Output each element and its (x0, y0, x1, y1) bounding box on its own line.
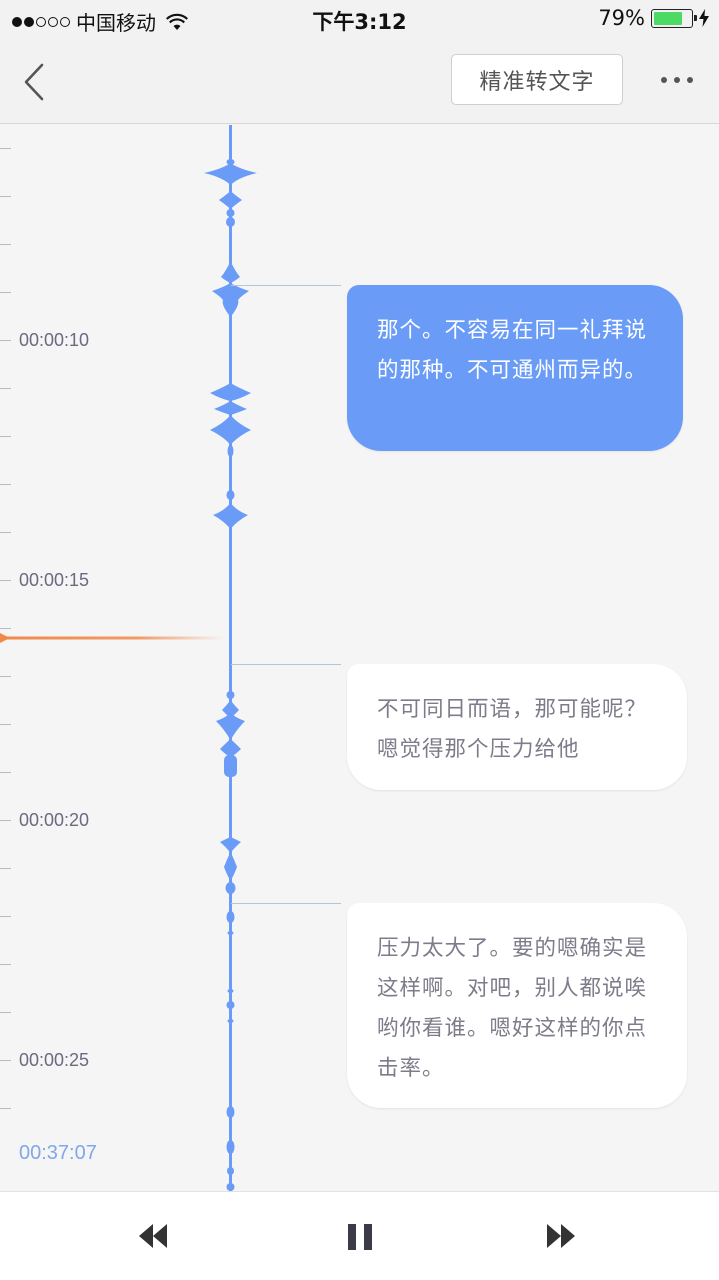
timeline-tick (0, 820, 11, 821)
timeline-tick (0, 436, 11, 437)
clock: 下午3:12 (312, 10, 407, 34)
time-label: 00:00:15 (19, 570, 90, 590)
battery-icon (651, 8, 697, 28)
current-playback-time: 00:37:07 (19, 1142, 97, 1164)
transcript-bubble[interactable]: 不可同日而语，那可能呢？嗯觉得那个压力给他 (347, 664, 687, 790)
segment-connector (231, 664, 341, 665)
transcript-timeline[interactable]: 00:00:10 00:00:15 00:00:20 00:00:25 00:3… (0, 125, 719, 1191)
rewind-icon[interactable] (137, 1222, 169, 1250)
precise-transcribe-button[interactable]: 精准转文字 (451, 54, 623, 105)
pause-icon[interactable] (345, 1222, 375, 1252)
timeline-tick (0, 964, 11, 965)
timeline-tick (0, 868, 11, 869)
timeline-tick (0, 292, 11, 293)
playhead-marker[interactable] (0, 633, 230, 643)
timeline-tick (0, 580, 11, 581)
timeline-tick (0, 772, 11, 773)
audio-waveform[interactable] (200, 125, 262, 1191)
carrier-name: 中国移动 (76, 11, 156, 35)
timeline-tick (0, 148, 11, 149)
timeline-tick (0, 1060, 11, 1061)
timeline-tick (0, 916, 11, 917)
timeline-tick (0, 244, 11, 245)
transcript-bubble[interactable]: 压力太大了。要的嗯确实是这样啊。对吧，别人都说唉哟你看谁。嗯好这样的你点击率。 (347, 903, 687, 1108)
timeline-tick (0, 1012, 11, 1013)
time-label: 00:00:25 (19, 1050, 90, 1070)
status-left: 中国移动 (12, 7, 188, 36)
charging-bolt-icon (699, 9, 709, 27)
timeline-tick (0, 676, 11, 677)
battery-percent: 79% (598, 6, 645, 30)
fast-forward-icon[interactable] (545, 1222, 577, 1250)
time-label: 00:00:20 (19, 810, 90, 830)
timeline-tick (0, 340, 11, 341)
transcript-bubble-active[interactable]: 那个。不容易在同一礼拜说的那种。不可通州而异的。 (347, 285, 683, 451)
timeline-tick (0, 724, 11, 725)
timeline-tick (0, 532, 11, 533)
more-options-icon[interactable] (652, 70, 702, 90)
nav-bar: 精准转文字 (0, 40, 719, 124)
chevron-left-icon[interactable] (20, 62, 48, 102)
status-right: 79% (598, 6, 709, 30)
playback-controls (0, 1191, 719, 1280)
timeline-tick (0, 388, 11, 389)
segment-connector (231, 903, 341, 904)
segment-connector (231, 285, 341, 286)
status-bar: 中国移动 下午3:12 79% (0, 0, 719, 40)
timeline-tick (0, 1108, 11, 1109)
time-label: 00:00:10 (19, 330, 90, 350)
timeline-tick (0, 196, 11, 197)
timeline-tick (0, 628, 11, 629)
wifi-icon (166, 13, 188, 30)
signal-strength-icon (12, 16, 70, 27)
timeline-tick (0, 484, 11, 485)
